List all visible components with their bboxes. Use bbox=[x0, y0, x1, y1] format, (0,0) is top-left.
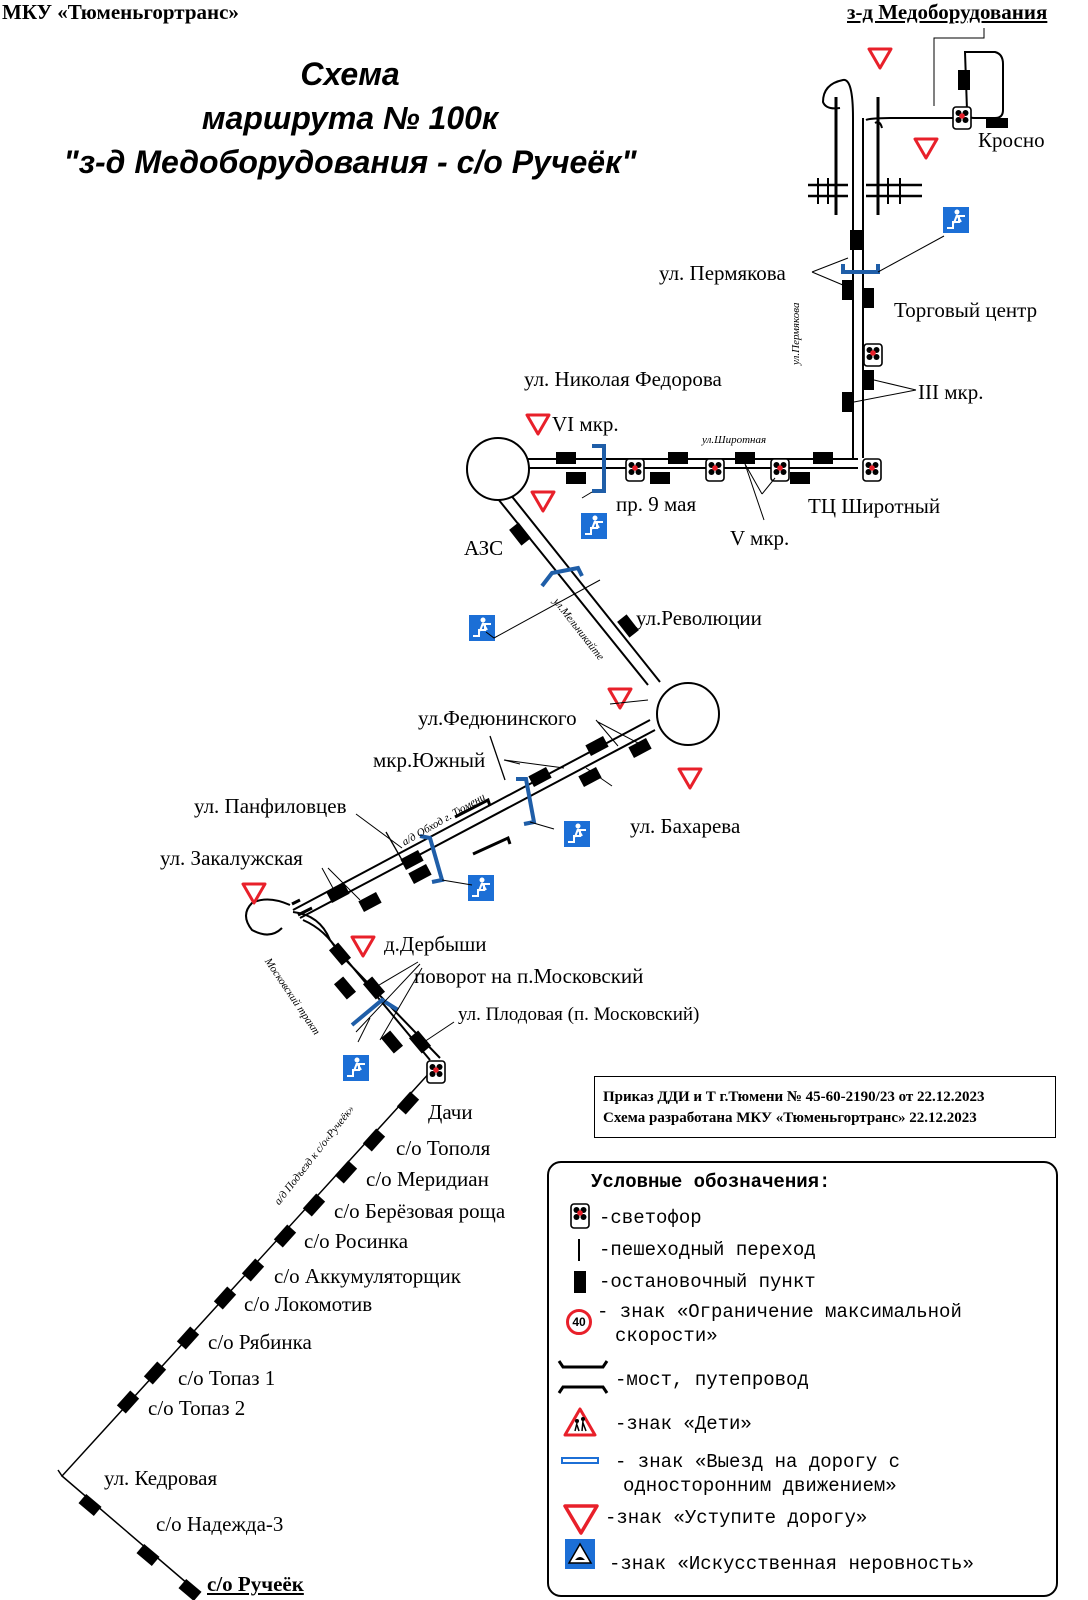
children-sign-icon bbox=[563, 1407, 597, 1437]
stop-label-permyakova: ул. Пермякова bbox=[659, 261, 786, 285]
legend-bridge: -мост, путепровод bbox=[615, 1369, 809, 1391]
stop-label-azs: АЗС bbox=[464, 536, 504, 560]
legend-one-way-exit-2: односторонним движением» bbox=[623, 1475, 897, 1497]
stop-label-panfilovtsev: ул. Панфиловцев bbox=[194, 794, 347, 818]
stop-label-berezovaya: с/о Берёзовая роща bbox=[334, 1199, 506, 1223]
bus-stop-icon bbox=[574, 1271, 586, 1293]
legend-title: Условные обозначения: bbox=[591, 1171, 831, 1193]
order-line1: Приказ ДДИ и Т г.Тюмени № 45-60-2190/23 … bbox=[603, 1089, 985, 1105]
speed-limit-icon: 40 bbox=[566, 1309, 592, 1335]
stop-label-ryabinka: с/о Рябинка bbox=[208, 1330, 312, 1354]
legend-children: -знак «Дети» bbox=[615, 1413, 752, 1435]
stop-label-mkr3: III мкр. bbox=[918, 380, 984, 404]
order-line2: Схема разработана МКУ «Тюменьгортранс» 2… bbox=[603, 1110, 977, 1126]
speed-bump-icon bbox=[565, 1539, 595, 1569]
stop-label-povorot: поворот на п.Московский bbox=[414, 964, 644, 988]
bridge-north bbox=[808, 97, 922, 215]
stop-label-kedrovaya: ул. Кедровая bbox=[104, 1466, 218, 1490]
order-box: Приказ ДДИ и Т г.Тюмени № 45-60-2190/23 … bbox=[594, 1076, 1056, 1138]
legend-speed-limit-2: скорости» bbox=[615, 1325, 718, 1347]
one-way-exits bbox=[350, 264, 880, 1027]
legend-traffic-light: -светофор bbox=[599, 1207, 702, 1229]
stop-label-topolya: с/о Тополя bbox=[396, 1136, 491, 1160]
road-permyakova bbox=[852, 118, 864, 458]
stop-label-rosinka: с/о Росинка bbox=[304, 1229, 409, 1253]
street-label-shirotnaya: ул.Широтная bbox=[702, 434, 767, 446]
stop-label-mkr-yuzhny: мкр.Южный bbox=[373, 748, 486, 772]
one-way-exit-icon bbox=[561, 1457, 599, 1464]
street-label-permyakova: ул.Пермякова bbox=[790, 302, 802, 365]
legend-speed-bump: -знак «Искусственная неровность» bbox=[609, 1553, 974, 1575]
bridge-icon bbox=[557, 1360, 609, 1394]
stop-label-bakhareva: ул. Бахарева bbox=[630, 814, 741, 838]
roundabout-south bbox=[656, 682, 720, 746]
stop-label-krosno: Кросно bbox=[978, 128, 1045, 152]
map-title-line3: "з-д Медоборудования - с/о Ручеёк" bbox=[63, 144, 637, 180]
legend-crosswalk: -пешеходный переход bbox=[599, 1239, 816, 1261]
stop-label-akkum: с/о Аккумуляторщик bbox=[274, 1264, 461, 1288]
stop-label-topaz1: с/о Топаз 1 bbox=[178, 1366, 276, 1390]
legend: Условные обозначения: -светофор -пешеход… bbox=[547, 1161, 1058, 1597]
legend-one-way-exit: - знак «Выезд на дорогу с bbox=[615, 1451, 901, 1473]
stop-label-nadezhda: с/о Надежда-3 bbox=[156, 1512, 284, 1536]
stop-label-topaz2: с/о Топаз 2 bbox=[148, 1396, 246, 1420]
bridge-obkhod bbox=[291, 797, 512, 917]
legend-yield: -знак «Уступите дорогу» bbox=[605, 1507, 868, 1529]
stop-label-lokomotiv: с/о Локомотив bbox=[244, 1292, 373, 1316]
stop-label-revolution: ул.Революции bbox=[636, 606, 762, 630]
leader-lines bbox=[321, 235, 945, 1043]
traffic-light-icon bbox=[570, 1203, 590, 1229]
stop-label-tc-shirotny: ТЦ Широтный bbox=[808, 494, 941, 518]
stop-label-meridian: с/о Меридиан bbox=[366, 1167, 489, 1191]
crosswalk-icon bbox=[578, 1239, 580, 1261]
stop-label-derbyshi: д.Дербыши bbox=[384, 932, 487, 956]
stop-label-nikolay-fedorov: ул. Николая Федорова bbox=[524, 367, 722, 391]
stop-label-trade-center: Торговый центр bbox=[894, 298, 1038, 322]
legend-speed-limit: - знак «Ограничение максимальной bbox=[597, 1301, 962, 1323]
stop-label-mkr6: VI мкр. bbox=[552, 412, 619, 436]
route-end-stop: с/о Ручеёк bbox=[207, 1572, 304, 1596]
org-name: МКУ «Тюменьгортранс» bbox=[2, 0, 239, 24]
legend-bus-stop: -остановочный пункт bbox=[599, 1271, 816, 1293]
crossings bbox=[385, 735, 506, 861]
stop-label-dachi: Дачи bbox=[428, 1100, 473, 1124]
route-start-stop: з-д Медоборудования bbox=[847, 0, 1048, 24]
yield-sign-icon bbox=[563, 1504, 599, 1535]
stop-label-fedyuninskogo: ул.Федюнинского bbox=[418, 706, 577, 730]
traffic-lights bbox=[426, 106, 972, 1084]
stop-label-plodovaya: ул. Плодовая (п. Московский) bbox=[458, 1004, 700, 1025]
stop-label-zakaluzhskaya: ул. Закалужская bbox=[160, 846, 303, 870]
stop-label-mkr5: V мкр. bbox=[730, 526, 790, 550]
map-title-line2: маршрута № 100к bbox=[201, 100, 499, 136]
roundabout-west bbox=[466, 437, 530, 501]
map-title-line1: Схема bbox=[300, 56, 400, 92]
stop-label-pr9maya: пр. 9 мая bbox=[616, 492, 697, 516]
road-melnikaite bbox=[489, 483, 661, 686]
